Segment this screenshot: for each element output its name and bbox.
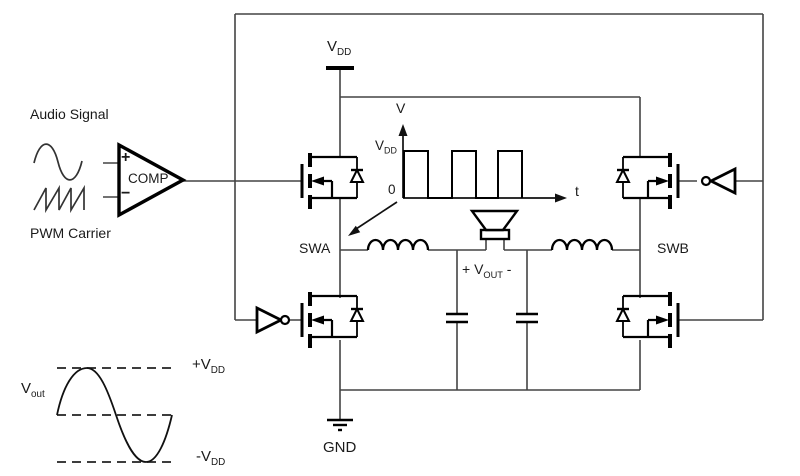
inductor-left [366,238,430,251]
y-axis-arrowhead [398,124,408,136]
speaker-horn [469,209,520,232]
pwm-pulse-train [403,150,523,199]
neg-sub: DD [211,457,226,468]
vdd-main: V [327,38,338,55]
inverter-triangle [707,166,737,196]
sine-wave-icon [33,143,83,181]
gnd-label: GND [323,440,356,455]
body-arrow [311,315,324,325]
mosfets [300,153,680,348]
terminal-stubs [623,294,670,339]
inverter-bubble [700,175,712,187]
body-arrow [311,176,324,186]
body-diode [615,306,631,322]
terminal-stubs [623,155,670,200]
minus-vdd-label: -VDD [196,449,225,468]
level-sub: DD [384,145,397,156]
plus-vdd-label: +VDD [192,357,225,376]
sawtooth-wave-icon [33,184,85,214]
mosfet-upper-right [615,153,680,209]
comparator-triangle [117,142,187,218]
annotation-arrow [348,201,398,236]
inverter-triangle [255,305,285,335]
comparator-input-wires [103,162,119,198]
vout-sine-curve [56,367,173,463]
neg-main: V [201,448,212,465]
vout-pre: + V [462,261,484,277]
body-arrow [656,315,669,325]
ground-symbol [327,418,353,432]
comparator-name-label: COMP [128,172,169,186]
plus-sign: + [121,149,131,166]
zero-text: 0 [388,182,396,197]
body-arrow [656,176,669,186]
vout-sub: OUT [483,269,503,280]
pwm-waveform-plot [398,124,567,203]
vdd-sub: DD [337,47,352,58]
terminal-stubs [310,294,357,339]
comparator-symbol [117,142,187,218]
body-diode [615,167,631,183]
inverter-bubble [279,314,291,326]
swa-text: SWA [299,240,331,256]
swa-label: SWA [299,241,330,255]
pwm-plot-vdd-label: VDD [375,139,397,156]
feedback-loop-wire [234,13,764,320]
vout-post: - [502,261,512,277]
vdd-rail [339,68,641,157]
pwm-plot-t-label: t [575,184,579,198]
speaker-coil [479,228,511,241]
audio-signal-text: Audio Signal [30,106,109,122]
capacitor-left [446,312,468,324]
pwm-plot-zero-label: 0 [388,183,396,197]
pos-main: V [200,356,211,373]
comparator-plus-label: + [121,150,130,166]
pwm-plot-y-label: V [396,101,405,115]
pwm-carrier-text: PWM Carrier [30,225,111,241]
t-text: t [575,183,579,199]
vout-mid-label: + VOUT - [462,262,511,280]
plot-axes [402,135,556,199]
inverter-upper-right [700,166,737,196]
capacitor-branches [456,250,528,390]
minus-sign: − [121,185,131,202]
vout-plot-sub: out [31,389,45,400]
x-axis-arrowhead [555,193,567,203]
inductor-right [550,238,614,251]
comparator-name: COMP [128,171,169,186]
pwm-carrier-label: PWM Carrier [30,226,111,240]
y-axis-text: V [396,100,406,116]
speaker-leads [485,239,505,250]
level-main: V [375,138,385,153]
neg-pre: - [196,448,201,465]
mosfet-lower-right [615,292,680,348]
pos-pre: + [192,356,201,373]
comparator-minus-label: − [121,186,130,202]
arrow-shaft [355,201,398,230]
terminal-stubs [310,155,357,200]
vout-plot [56,367,177,463]
capacitor-right [516,312,538,324]
mosfet-lower-left [300,292,365,348]
mosfet-upper-left [300,153,365,209]
mid-rails [339,198,641,298]
ground-rail [339,340,641,420]
gnd-text: GND [323,439,357,456]
vdd-supply-label: VDD [327,39,351,58]
speaker-icon [469,209,520,250]
vout-plot-label: Vout [21,381,45,400]
arrow-head [348,225,361,236]
body-diode [349,167,365,183]
wiring [103,13,764,420]
swb-label: SWB [657,241,689,255]
body-diode [349,306,365,322]
swb-text: SWB [657,240,689,256]
inverter-lower-left [255,305,291,335]
vout-plot-main: V [21,380,32,397]
pos-sub: DD [210,365,226,376]
audio-signal-label: Audio Signal [30,107,109,121]
